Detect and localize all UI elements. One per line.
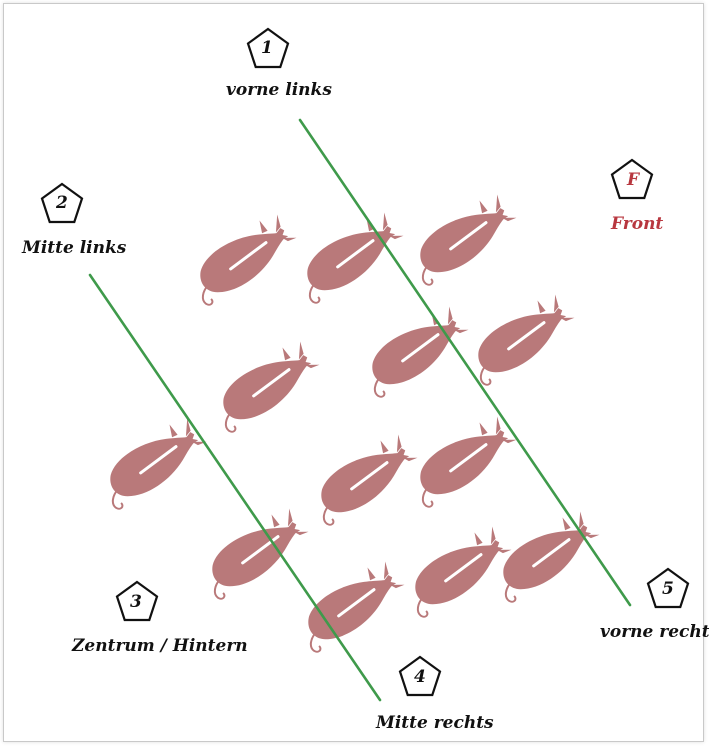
cow-icon: [410, 410, 522, 508]
image-frame: [3, 3, 704, 742]
marker-label-vorne-links: vorne links: [226, 80, 332, 100]
cow-icon: [213, 335, 325, 433]
cow-icon: [468, 288, 580, 386]
marker-5-pentagon-icon: [646, 567, 690, 609]
marker-number-front: F: [627, 170, 640, 190]
marker-front-pentagon-icon: [610, 158, 654, 200]
marker-label-mitte-rechts: Mitte rechts: [376, 713, 494, 733]
marker-3-pentagon-icon: [115, 580, 159, 622]
cow-icon: [311, 428, 423, 526]
cow-icon: [100, 412, 212, 510]
marker-number-1: 1: [261, 38, 273, 58]
marker-label-front: Front: [611, 214, 664, 234]
marker-number-3: 3: [130, 592, 142, 612]
cow-icon: [493, 505, 605, 603]
marker-number-2: 2: [56, 193, 68, 213]
marker-label-zentrum-hintern: Zentrum / Hintern: [72, 636, 248, 656]
mid-left-to-mid-right-line: [88, 273, 382, 702]
cow-icon: [297, 206, 409, 304]
marker-number-5: 5: [662, 579, 674, 599]
cow-icon: [190, 208, 302, 306]
marker-4-pentagon-icon: [398, 655, 442, 697]
cow-icon: [405, 520, 517, 618]
cow-icon: [298, 555, 410, 653]
marker-2-pentagon-icon: [40, 182, 84, 224]
cow-icon: [410, 188, 522, 286]
marker-label-vorne-rechts: vorne rechts: [600, 622, 709, 642]
marker-label-mitte-links: Mitte links: [22, 238, 127, 258]
marker-number-4: 4: [414, 667, 426, 687]
front-left-to-front-right-line: [298, 118, 632, 607]
marker-1-pentagon-icon: [246, 27, 290, 69]
cow-icon: [362, 300, 474, 398]
